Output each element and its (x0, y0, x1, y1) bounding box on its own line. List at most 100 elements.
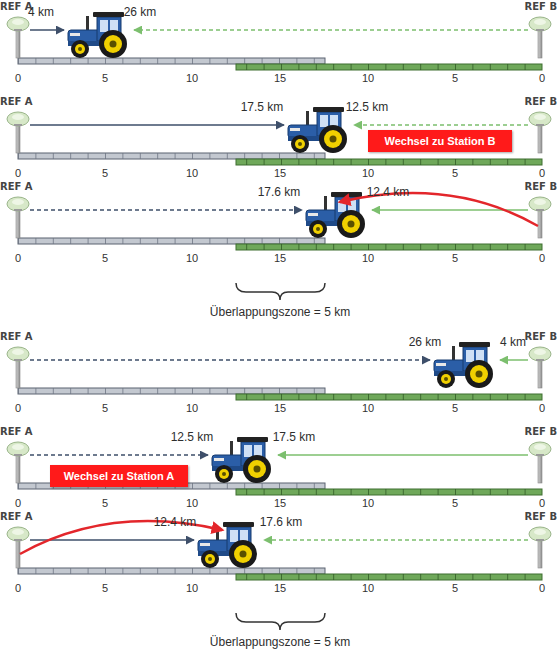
scale-number: 5 (452, 582, 458, 594)
reference-station (529, 347, 551, 388)
scale-number: 15 (274, 72, 286, 84)
scale-number: 0 (539, 402, 545, 414)
scale-number: 0 (15, 252, 21, 264)
switch-box: Wechsel zu Station B (368, 130, 512, 152)
overlap-brace (236, 613, 325, 630)
station-label: REF A (0, 426, 33, 437)
scale-number: 10 (186, 582, 198, 594)
scale-number: 15 (274, 497, 286, 509)
scale-number: 10 (362, 402, 374, 414)
scale-number: 15 (274, 252, 286, 264)
scale-number: 5 (452, 402, 458, 414)
scale-number: 5 (102, 167, 108, 179)
station-label: REF A (0, 96, 33, 107)
tractor (68, 12, 127, 58)
scene-panel (7, 342, 551, 400)
reference-station (7, 197, 29, 238)
signal-arrow (30, 454, 208, 456)
switch-text: Wechsel zu Station A (64, 470, 175, 482)
scene-panel (7, 107, 551, 165)
range-bars (18, 153, 542, 165)
range-bars (18, 568, 542, 580)
tractor (212, 437, 271, 483)
reference-station (7, 17, 29, 58)
scale-number: 0 (15, 497, 21, 509)
signal-arrow (354, 124, 528, 126)
signal-arrow (30, 539, 194, 541)
signal-arrow (278, 454, 528, 456)
reference-station (7, 347, 29, 388)
distance-label: 17.6 km (258, 185, 301, 199)
scale-number: 0 (539, 72, 545, 84)
scale-number: 10 (186, 252, 198, 264)
scale-number: 10 (362, 167, 374, 179)
station-label: REF B (525, 511, 557, 522)
scale-number: 10 (186, 402, 198, 414)
tractor (434, 342, 493, 388)
scale-number: 5 (452, 252, 458, 264)
scene-panel (7, 12, 551, 70)
scale-number: 5 (102, 497, 108, 509)
station-label: REF B (525, 181, 557, 192)
zone-label: Überlappungszone = 5 km (210, 635, 350, 649)
scene-panel (7, 192, 551, 300)
scale-number: 5 (452, 167, 458, 179)
station-label: REF A (0, 511, 33, 522)
signal-arrow (30, 124, 284, 126)
reference-station (7, 112, 29, 153)
reference-station (529, 442, 551, 483)
signal-arrow (30, 29, 64, 31)
distance-label: 26 km (124, 5, 157, 19)
station-label: REF B (525, 96, 557, 107)
distance-label: 4 km (28, 5, 54, 19)
signal-arrow (264, 539, 528, 541)
scale-number: 10 (186, 497, 198, 509)
scale-number: 10 (186, 72, 198, 84)
signal-arrow (134, 29, 528, 31)
scale-number: 15 (274, 582, 286, 594)
scale-number: 0 (15, 402, 21, 414)
reference-station (7, 527, 29, 568)
scale-number: 10 (362, 72, 374, 84)
scale-number: 15 (274, 167, 286, 179)
distance-label: 17.5 km (273, 430, 316, 444)
scale-number: 0 (539, 497, 545, 509)
scale-number: 0 (15, 582, 21, 594)
distance-label: 17.5 km (241, 100, 284, 114)
scale-number: 0 (15, 72, 21, 84)
switch-text: Wechsel zu Station B (384, 135, 495, 147)
station-label: REF B (525, 331, 557, 342)
overlap-brace (236, 283, 325, 300)
switch-box: Wechsel zu Station A (50, 465, 188, 487)
reference-station (529, 197, 551, 238)
reference-station (529, 527, 551, 568)
reference-station (529, 17, 551, 58)
scale-number: 10 (186, 167, 198, 179)
scene-panel (7, 521, 551, 630)
distance-label: 12.5 km (346, 100, 389, 114)
scale-number: 0 (539, 167, 545, 179)
scale-number: 5 (452, 72, 458, 84)
distance-label: 12.4 km (367, 185, 410, 199)
station-label: REF A (0, 1, 33, 12)
scale-number: 10 (362, 582, 374, 594)
scale-number: 0 (539, 252, 545, 264)
range-bars (18, 388, 542, 400)
scale-number: 0 (15, 167, 21, 179)
signal-arrow (30, 359, 430, 361)
scale-number: 5 (452, 497, 458, 509)
zone-label: Überlappungszone = 5 km (210, 305, 350, 319)
range-bars (18, 238, 542, 250)
distance-label: 4 km (500, 335, 526, 349)
signal-arrow (30, 209, 302, 211)
reference-station (529, 112, 551, 153)
distance-label: 17.6 km (260, 515, 303, 529)
scene-panel (7, 437, 551, 495)
scale-number: 5 (102, 252, 108, 264)
scale-number: 5 (102, 402, 108, 414)
station-label: REF B (525, 1, 557, 12)
scale-number: 10 (362, 497, 374, 509)
signal-arrow (500, 359, 528, 361)
